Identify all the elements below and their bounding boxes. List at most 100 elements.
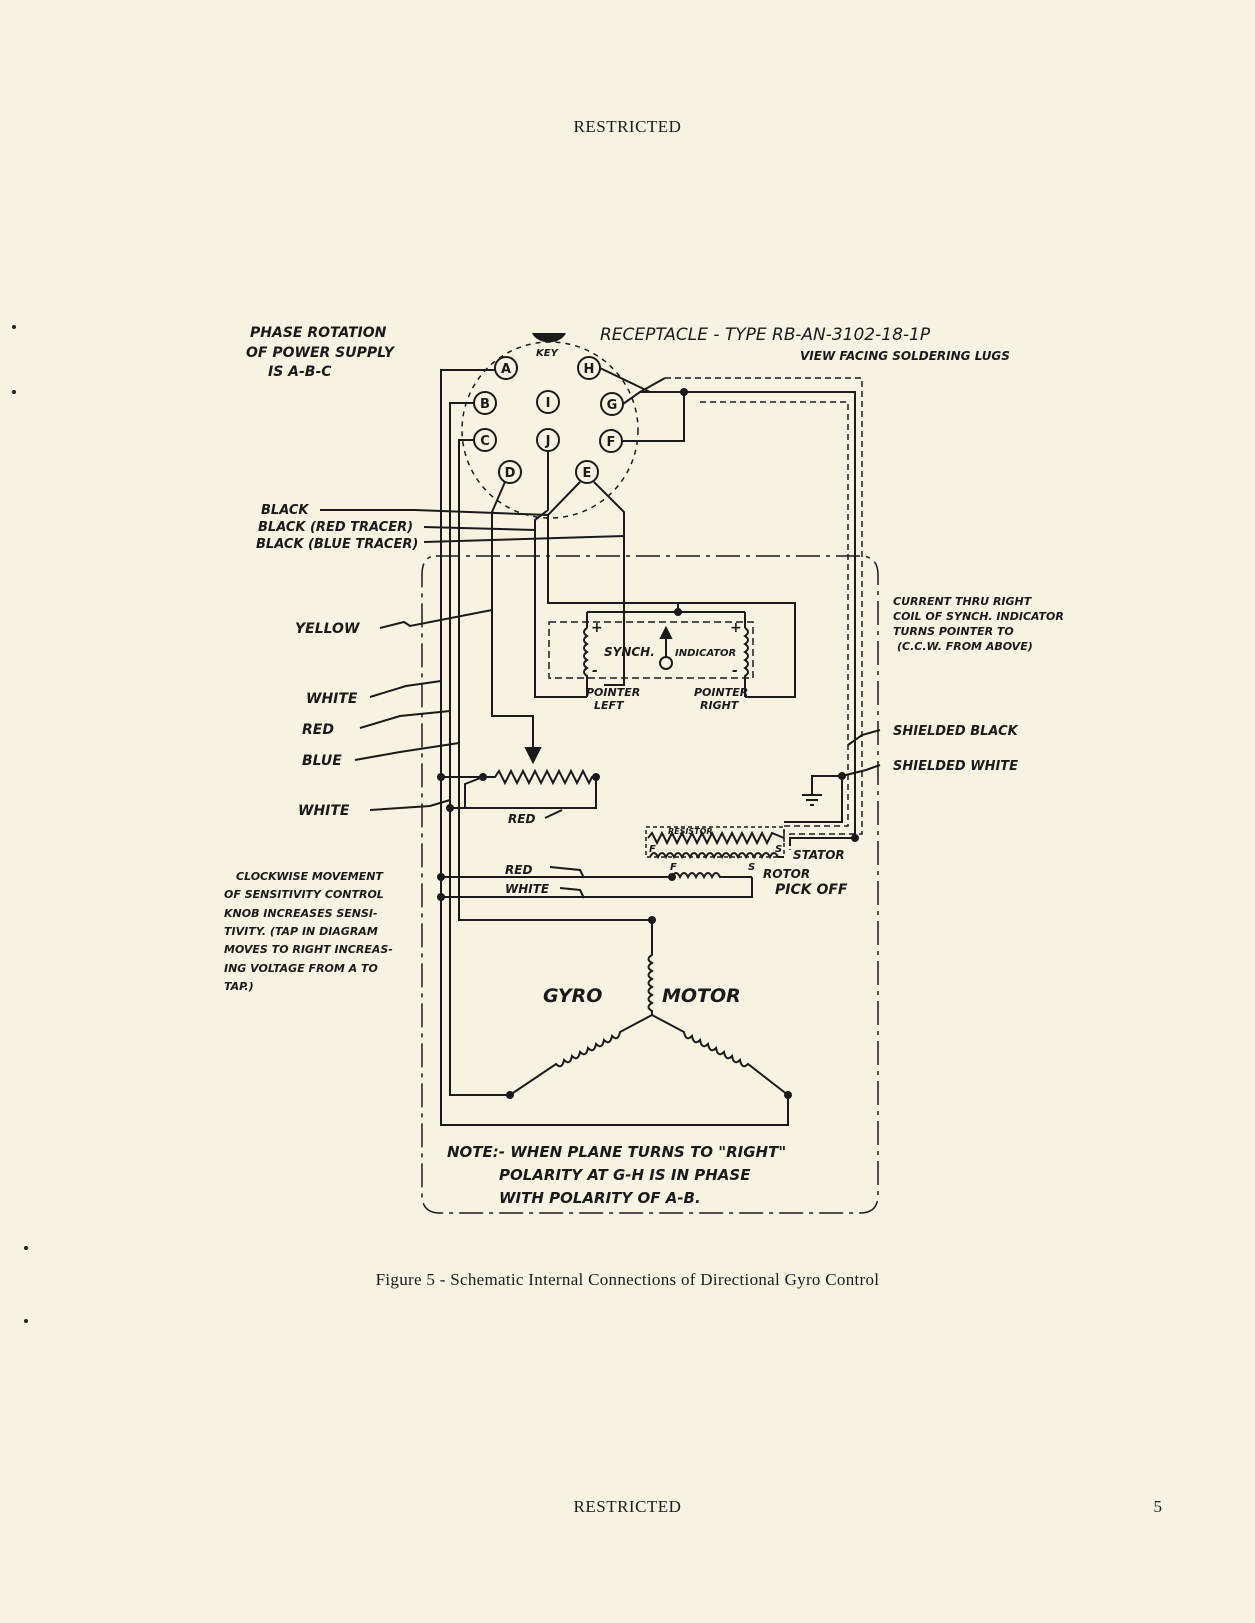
pin-label-a: A <box>501 362 511 377</box>
sensitivity-resistor <box>464 768 597 809</box>
synch-right-coil <box>743 612 749 697</box>
phase-rotation-2: OF POWER SUPPLY <box>246 345 396 361</box>
synch-box <box>548 621 754 679</box>
current-note-4: (C.C.W. FROM ABOVE) <box>897 640 1033 653</box>
speck <box>24 1319 28 1323</box>
phase-rotation-1: PHASE ROTATION <box>250 325 387 341</box>
leader-red-res <box>544 809 563 819</box>
header-restricted: RESTRICTED <box>573 117 682 136</box>
wire-a <box>440 369 789 1126</box>
pin-label-j: J <box>545 434 551 449</box>
motor-label: MOTOR <box>662 985 741 1007</box>
label-black-red: BLACK (RED TRACER) <box>258 520 413 535</box>
rotor-label: ROTOR <box>763 867 810 881</box>
synch-minus-right: - <box>732 663 738 679</box>
gyro-label: GYRO <box>543 985 602 1007</box>
s-label-stator: S <box>775 844 782 855</box>
rotor-coil <box>671 872 752 880</box>
leader-black <box>320 509 549 516</box>
pointer-right-1: POINTER <box>694 686 748 699</box>
ground-icon <box>802 794 822 806</box>
note-line-2: POLARITY AT G-H IS IN PHASE <box>499 1166 751 1184</box>
leader-blue <box>354 742 460 761</box>
sensitivity-note-3: KNOB INCREASES SENSI- <box>224 907 378 920</box>
sensitivity-note-2: OF SENSITIVITY CONTROL <box>224 888 384 901</box>
label-red2: RED <box>505 863 532 877</box>
s-label-rotor: S <box>748 862 755 873</box>
label-yellow: YELLOW <box>295 621 360 637</box>
wire-c <box>458 439 652 921</box>
label-red1: RED <box>302 722 334 738</box>
leader-red1 <box>359 710 451 729</box>
motor-coil-left <box>509 1014 653 1096</box>
label-blue: BLUE <box>302 753 342 769</box>
synch-plus-left: + <box>591 620 603 636</box>
leader-shielded-white <box>841 764 881 777</box>
note-line-1: NOTE:- WHEN PLANE TURNS TO "RIGHT" <box>447 1143 786 1161</box>
current-note-2: COIL OF SYNCH. INDICATOR <box>893 610 1064 623</box>
sensitivity-note-4: TIVITY. (TAP IN DIAGRAM <box>224 925 378 938</box>
pin-label-h: H <box>584 362 595 377</box>
phase-rotation-3: IS A-B-C <box>268 364 332 380</box>
indicator-label: INDICATOR <box>675 648 736 659</box>
f-label-stator: F <box>649 844 656 855</box>
synch-left-coil <box>583 612 589 697</box>
receptacle-title: RECEPTACLE - TYPE RB-AN-3102-18-1P <box>600 325 931 345</box>
synch-label: SYNCH. <box>604 645 655 659</box>
sensitivity-note-7: TAP.) <box>224 980 254 993</box>
shield-wire <box>639 377 666 393</box>
pin-label-i: I <box>546 396 551 411</box>
leader-shielded-black <box>847 729 881 746</box>
label-shielded-white: SHIELDED WHITE <box>893 759 1018 774</box>
leader-red2 <box>549 866 585 879</box>
pin-label-g: G <box>607 398 618 413</box>
pick-off-label: PICK OFF <box>775 882 848 898</box>
shield-outer <box>665 377 863 850</box>
enclosure-outline <box>421 555 879 1214</box>
wire-g <box>622 391 856 838</box>
label-white2: WHITE <box>298 803 350 819</box>
label-red-res: RED <box>508 812 535 826</box>
leader-white3 <box>559 887 585 899</box>
synch-wire-top <box>587 603 745 613</box>
pin-label-b: B <box>480 397 490 412</box>
pin-i <box>536 390 560 414</box>
motor-coil-right <box>651 1014 789 1096</box>
wire-h <box>599 367 651 393</box>
leader-black-blue <box>423 535 625 543</box>
wire-e <box>547 481 796 698</box>
note-line-3: WITH POLARITY OF A-B. <box>499 1189 701 1207</box>
pointer-right-2: RIGHT <box>700 699 740 712</box>
pin-a <box>494 356 518 380</box>
label-white3: WHITE <box>505 882 550 896</box>
wire-shielded-black <box>789 837 855 846</box>
receptacle-view: VIEW FACING SOLDERING LUGS <box>800 349 1010 363</box>
pin-label-e: E <box>583 466 592 481</box>
key-icon <box>532 333 566 343</box>
pin-e <box>575 460 599 484</box>
f-label-rotor: F <box>670 862 677 873</box>
sensitivity-note-5: MOVES TO RIGHT INCREAS- <box>224 943 393 956</box>
pointer-left-2: LEFT <box>594 699 625 712</box>
key-label: KEY <box>536 348 560 359</box>
motor-coil-top <box>647 920 655 1015</box>
synch-pointer-pivot <box>659 656 673 670</box>
stator-label: STATOR <box>793 848 845 862</box>
wire-shielded-white <box>784 776 843 823</box>
label-black-blue: BLACK (BLUE TRACER) <box>256 537 418 552</box>
pickoff-resistor <box>647 830 785 846</box>
sensitivity-note-1: CLOCKWISE MOVEMENT <box>236 870 384 883</box>
wire-f <box>622 392 685 442</box>
footer-restricted: RESTRICTED <box>573 1497 682 1516</box>
leader-black-red <box>423 526 536 531</box>
leader-white2 <box>369 799 451 811</box>
wire-e2 <box>593 481 625 686</box>
figure-caption: Figure 5 - Schematic Internal Connection… <box>375 1270 880 1289</box>
pin-d <box>498 460 522 484</box>
synch-pointer-arrow <box>659 625 673 657</box>
junction-dots <box>437 388 859 1099</box>
wire-white3 <box>441 877 753 898</box>
leader-yellow <box>379 609 493 629</box>
current-note-1: CURRENT THRU RIGHT <box>893 595 1033 608</box>
sensitivity-note-6: ING VOLTAGE FROM A TO <box>224 962 378 975</box>
